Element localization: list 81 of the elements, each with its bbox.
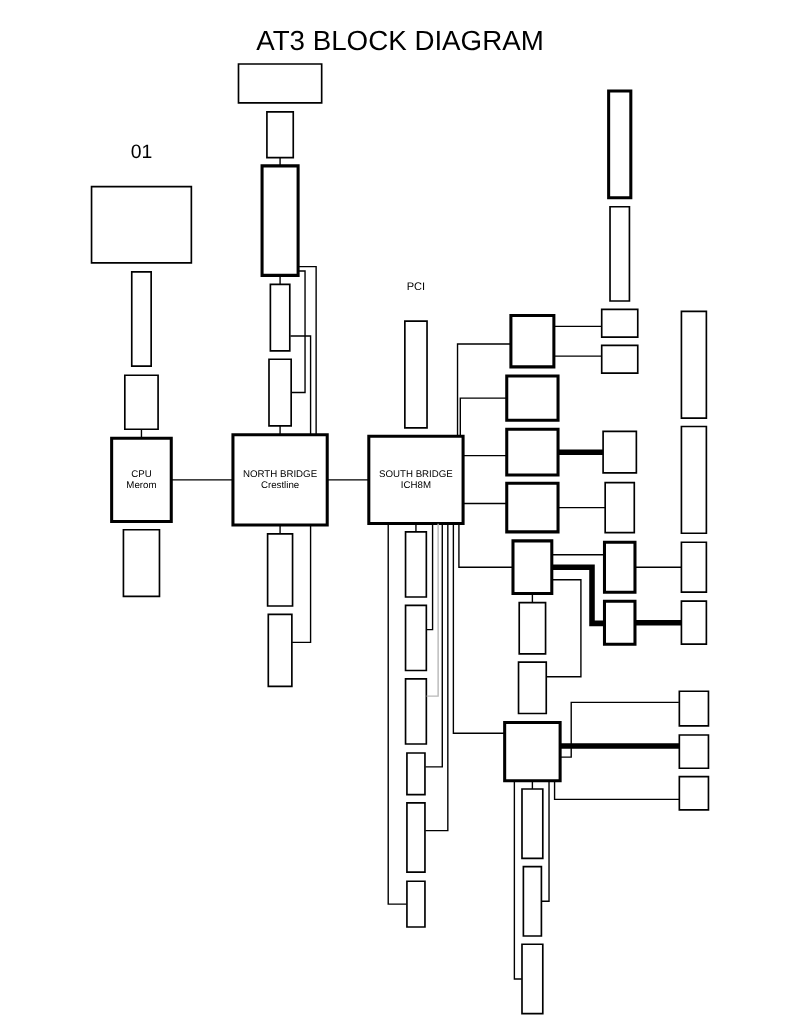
node-box [406,802,426,874]
node-box [511,539,554,596]
node-box [678,734,710,770]
node-box [404,677,428,745]
connector [559,701,680,758]
connector [279,425,281,435]
connector [452,523,505,734]
connector [279,524,281,535]
node-box [602,599,637,646]
node-box [607,89,633,200]
node-box [517,661,548,715]
node-box [602,540,637,594]
node-box [522,865,543,937]
node-box [267,613,293,688]
connector [553,325,603,328]
node-box [505,374,560,422]
node-box [678,690,710,727]
connector [424,523,443,768]
node-box [600,308,639,338]
connector [546,579,582,678]
connector [462,454,507,457]
node-box [404,604,428,672]
node-box [406,752,426,796]
connector [560,743,680,749]
node-box [268,358,292,427]
node-box [269,283,291,352]
node-box [609,205,631,302]
node-box [404,320,428,429]
node-box [266,111,295,159]
node-box [266,533,294,607]
node-box [521,788,544,860]
node-box [680,600,708,645]
node-box [680,425,708,535]
node-box [518,601,547,655]
connector [297,265,317,436]
node-box [90,185,193,264]
connector [415,522,417,533]
connector [634,566,682,568]
connector [425,522,439,697]
node-box [406,880,426,928]
connector [459,397,508,437]
node-box [404,531,428,598]
node-box [602,430,638,474]
node-box [604,481,636,534]
connector [456,343,512,437]
connector [558,449,603,455]
connector [513,780,523,980]
connector [326,479,370,481]
node-box [600,344,639,374]
node-box [509,314,556,369]
connector [170,479,234,481]
connector [553,355,603,357]
node-box [680,310,708,419]
connector [424,522,449,832]
node-box [503,720,562,783]
node-box [260,164,300,277]
connector [425,522,434,631]
connector [387,522,408,905]
connector [279,157,281,167]
connector [540,780,550,902]
node-box [678,775,710,811]
connector [279,274,281,285]
label: 01 [130,141,153,164]
node-box [124,374,159,431]
node-box [505,427,560,477]
connector [551,554,605,556]
connector [551,564,604,627]
connector [635,619,681,626]
connector [289,335,312,436]
node-box [521,943,544,1015]
node-box [505,481,560,534]
connector [557,506,606,509]
node-box [680,541,708,593]
connector [553,780,680,801]
node-box [122,528,161,598]
node-box [237,63,323,104]
connector [458,523,514,568]
connector [462,502,507,505]
diagram-title: AT3 BLOCK DIAGRAM [256,24,544,57]
node-box [130,271,152,368]
connector [290,270,306,394]
